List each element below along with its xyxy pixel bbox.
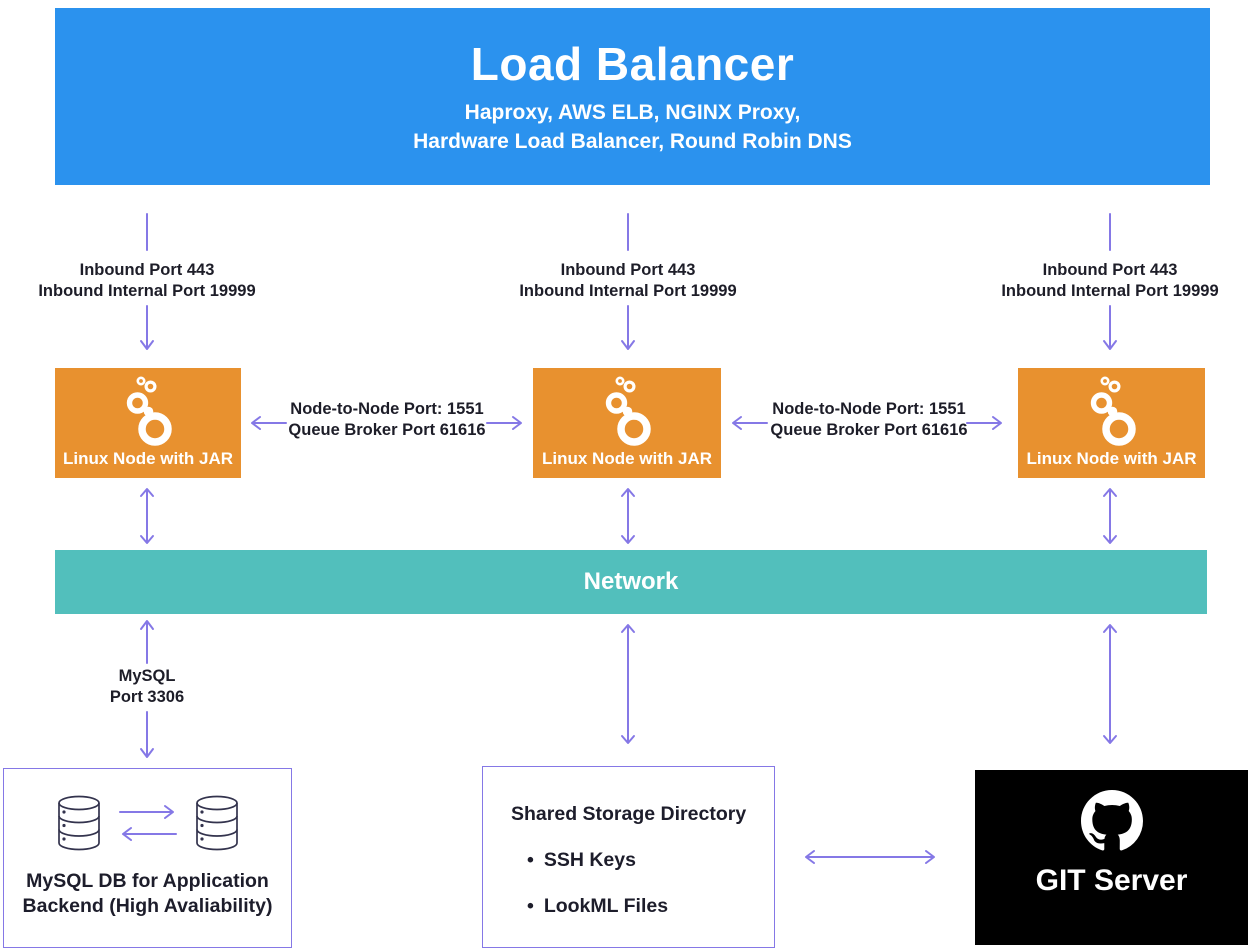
lb-node1-line bbox=[146, 213, 148, 251]
load-balancer-subtitle-line2: Hardware Load Balancer, Round Robin DNS bbox=[413, 129, 852, 153]
double-arrow-vertical-icon bbox=[1103, 624, 1117, 744]
looker-logo-icon bbox=[1090, 376, 1136, 446]
node-label: Linux Node with JAR bbox=[1026, 449, 1197, 468]
github-icon bbox=[1080, 790, 1143, 851]
node-label: Linux Node with JAR bbox=[542, 449, 712, 468]
mysql-port-label: MySQL Port 3306 bbox=[109, 667, 185, 707]
mysql-db-caption: MySQL DB for Application Backend (High A… bbox=[22, 870, 273, 918]
node-label: Linux Node with JAR bbox=[63, 449, 233, 468]
lb-node3-line bbox=[1109, 213, 1111, 251]
linux-node-box-3: Linux Node with JAR bbox=[1018, 368, 1205, 478]
list-item: •SSH Keys bbox=[527, 849, 636, 871]
arrow-down-icon bbox=[140, 711, 154, 758]
arrow-down-icon bbox=[621, 305, 635, 350]
linux-node-box-2: Linux Node with JAR bbox=[533, 368, 721, 478]
git-server-label: GIT Server bbox=[1035, 864, 1188, 897]
node-link-label-2: Node-to-Node Port: 1551 Queue Broker Por… bbox=[770, 400, 968, 440]
load-balancer-box: Load Balancer Haproxy, AWS ELB, NGINX Pr… bbox=[55, 8, 1210, 185]
inbound-ports-label-3: Inbound Port 443 Inbound Internal Port 1… bbox=[1001, 261, 1219, 301]
double-arrow-vertical-icon bbox=[621, 624, 635, 744]
arrow-left-icon bbox=[251, 416, 287, 430]
network-bar: Network bbox=[55, 550, 1207, 614]
bullet-icon: • bbox=[527, 895, 534, 917]
load-balancer-subtitle-line1: Haproxy, AWS ELB, NGINX Proxy, bbox=[464, 101, 801, 125]
double-arrow-vertical-icon bbox=[621, 488, 635, 544]
database-icon bbox=[57, 795, 100, 851]
arrow-down-icon bbox=[1103, 305, 1117, 350]
mysql-db-box: MySQL DB for Application Backend (High A… bbox=[3, 768, 292, 948]
db-replication-row bbox=[4, 795, 291, 853]
node-link-label-1: Node-to-Node Port: 1551 Queue Broker Por… bbox=[288, 400, 486, 440]
lb-node2-line bbox=[627, 213, 629, 251]
looker-logo-icon bbox=[605, 376, 651, 446]
sync-arrows-icon bbox=[118, 805, 177, 841]
bullet-icon: • bbox=[527, 849, 534, 871]
arrow-right-icon bbox=[486, 416, 522, 430]
double-arrow-vertical-icon bbox=[1103, 488, 1117, 544]
shared-storage-box: Shared Storage Directory •SSH Keys •Look… bbox=[482, 766, 775, 948]
git-server-box: GIT Server bbox=[975, 770, 1248, 945]
double-arrow-horizontal-icon bbox=[805, 850, 935, 864]
load-balancer-title: Load Balancer bbox=[470, 38, 795, 91]
network-label: Network bbox=[583, 568, 679, 595]
database-icon bbox=[195, 795, 238, 851]
shared-storage-title: Shared Storage Directory bbox=[511, 803, 747, 825]
arrow-down-icon bbox=[140, 305, 154, 350]
double-arrow-vertical-icon bbox=[140, 488, 154, 544]
arrow-left-icon bbox=[732, 416, 768, 430]
arrow-right-icon bbox=[966, 416, 1002, 430]
arrow-up-icon bbox=[140, 620, 154, 664]
list-item: •LookML Files bbox=[527, 895, 669, 917]
inbound-ports-label-1: Inbound Port 443 Inbound Internal Port 1… bbox=[38, 261, 256, 301]
looker-logo-icon bbox=[126, 376, 172, 446]
linux-node-box-1: Linux Node with JAR bbox=[55, 368, 241, 478]
inbound-ports-label-2: Inbound Port 443 Inbound Internal Port 1… bbox=[519, 261, 737, 301]
